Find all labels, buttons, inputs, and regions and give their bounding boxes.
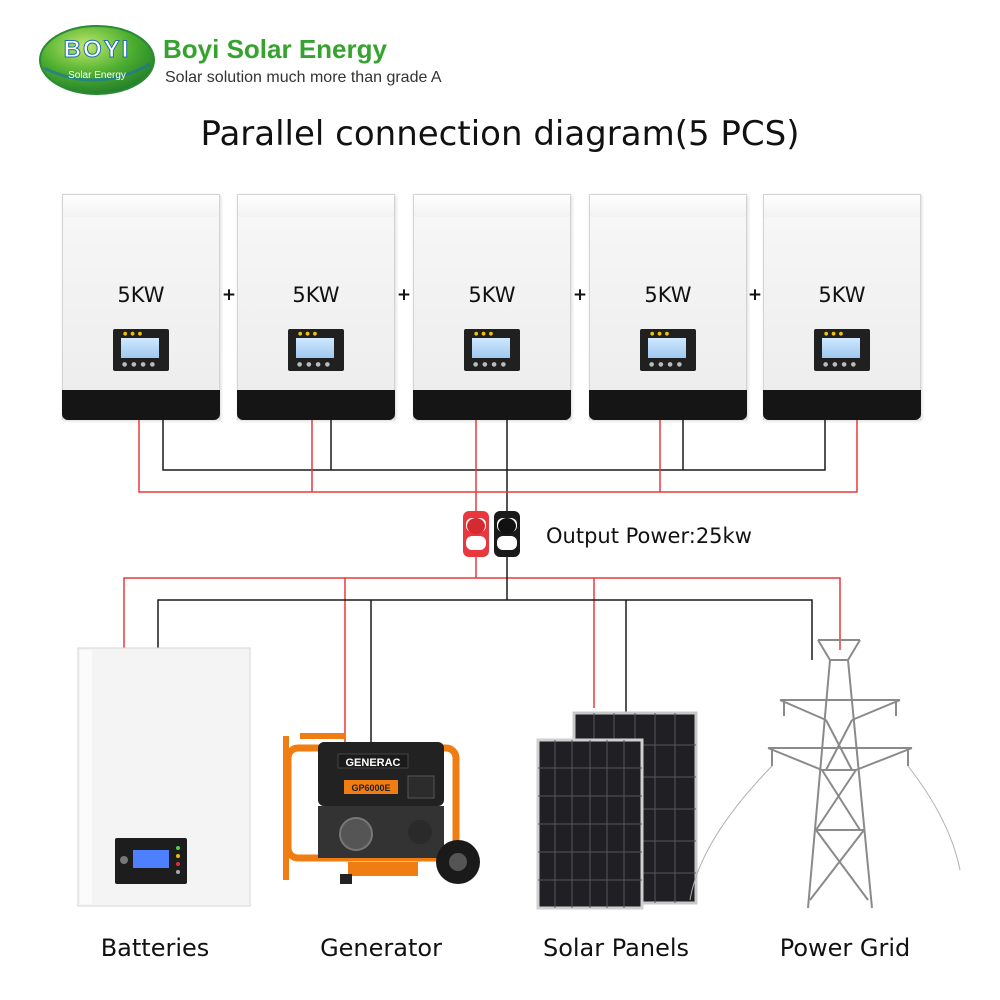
inverter-display-panel: ●●●●●●● <box>288 329 344 371</box>
battery-icon <box>77 647 251 907</box>
page-title: Parallel connection diagram(5 PCS) <box>200 114 800 154</box>
boyi-logo: BOYI Solar Energy <box>38 24 156 96</box>
device-label-power-grid: Power Grid <box>779 934 911 962</box>
inverter-base <box>413 390 571 420</box>
inverter-unit-2: 5KW ●●●●●●● <box>237 194 395 420</box>
brand-name: Boyi Solar Energy <box>163 34 387 64</box>
inverter-base <box>62 390 220 420</box>
inverter-display-panel: ●●●●●●● <box>113 329 169 371</box>
device-label-generator: Generator <box>320 934 442 962</box>
lcd-screen <box>121 338 159 358</box>
generator-icon: GENERAC GP6000E <box>283 733 480 884</box>
generator-brand: GENERAC <box>345 757 400 769</box>
inverter-base <box>763 390 921 420</box>
inverter-rating: 5KW <box>818 283 866 307</box>
negative-bus-upper <box>162 420 826 512</box>
lcd-screen <box>822 338 860 358</box>
lcd-screen <box>648 338 686 358</box>
plus-sign: + <box>396 285 412 305</box>
negative-terminal-icon <box>494 511 520 557</box>
inverter-rating: 5KW <box>117 283 165 307</box>
lcd-screen <box>472 338 510 358</box>
inverter-display-panel: ●●●●●●● <box>814 329 870 371</box>
inverter-rating: 5KW <box>468 283 516 307</box>
inverter-display-panel: ●●●●●●● <box>464 329 520 371</box>
positive-bus-upper <box>138 420 858 512</box>
inverter-base <box>237 390 395 420</box>
logo-globe-icon <box>39 25 155 95</box>
positive-terminal-icon <box>463 511 489 557</box>
inverter-rating: 5KW <box>644 283 692 307</box>
output-power-label: Output Power:25kw <box>546 524 752 548</box>
logo-subtext: Solar Energy <box>68 70 126 81</box>
device-label-batteries: Batteries <box>100 934 210 962</box>
inverter-unit-1: 5KW ●●●●●●● <box>62 194 220 420</box>
inverter-display-panel: ●●●●●●● <box>640 329 696 371</box>
device-label-solar-panels: Solar Panels <box>542 934 690 962</box>
inverter-unit-5: 5KW ●●●●●●● <box>763 194 921 420</box>
inverter-unit-4: 5KW ●●●●●●● <box>589 194 747 420</box>
plus-sign: + <box>221 285 237 305</box>
inverter-unit-3: 5KW ●●●●●●● <box>413 194 571 420</box>
inverter-base <box>589 390 747 420</box>
brand-tagline: Solar solution much more than grade A <box>165 69 442 86</box>
generator-model: GP6000E <box>351 783 390 793</box>
negative-bus-lower <box>157 556 813 748</box>
solar-panels-icon <box>536 711 698 910</box>
plus-sign: + <box>747 285 763 305</box>
logo-text: BOYI <box>63 36 131 64</box>
lcd-screen <box>296 338 334 358</box>
inverter-rating: 5KW <box>292 283 340 307</box>
power-grid-tower-icon <box>689 639 961 909</box>
plus-sign: + <box>572 285 588 305</box>
